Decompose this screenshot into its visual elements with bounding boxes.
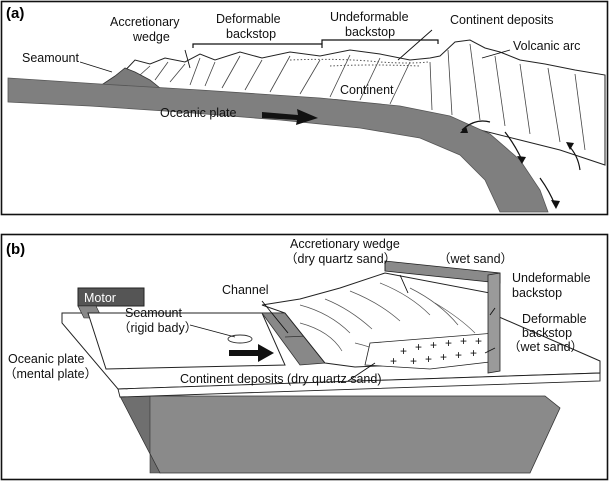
label-deformable-backstop-1: Deformable	[216, 12, 281, 26]
continent-deposits-dots	[289, 58, 429, 64]
label-deformable-backstop-3: （wet sand）	[508, 340, 583, 354]
deposits-dots-2	[329, 64, 421, 67]
label-undeformable-backstop-2: backstop	[345, 25, 395, 39]
label-seamount-2: （rigid bady）	[118, 321, 197, 335]
label-accretionary-wedge-1: Accretionary	[110, 15, 180, 29]
label-seamount-1: Seamount	[125, 306, 183, 320]
plate-motion-arrow	[262, 109, 318, 125]
label-continent-deposits: Continent deposits	[450, 13, 554, 27]
panel-a-label: (a)	[6, 5, 24, 22]
table-base-front	[119, 395, 561, 474]
panel-b-diagram: +++++ +++++ ++ (b) Motor Accretionary we…	[0, 233, 609, 481]
label-oceanic-plate: Oceanic plate	[160, 106, 236, 120]
panel-a: (a) Seamount Accretionary wedge Deformab…	[0, 0, 609, 218]
panel-a-diagram: (a) Seamount Accretionary wedge Deformab…	[0, 0, 609, 216]
label-undeformable-backstop-1: Undeformable	[512, 271, 591, 285]
undeformable-backstop-post	[487, 272, 501, 374]
label-channel: Channel	[222, 283, 269, 297]
deformable-backstop-crosses: +++++ +++++ ++	[390, 334, 482, 368]
volcanic-arc-texture	[429, 43, 586, 151]
label-accretionary-wedge-1: Accretionary wedge	[290, 237, 400, 251]
svg-text:+: +	[445, 336, 452, 350]
label-volcanic-arc: Volcanic arc	[513, 39, 580, 53]
label-deformable-backstop-2: backstop	[522, 326, 572, 340]
leader-lines	[79, 29, 511, 73]
svg-text:+: +	[390, 354, 397, 368]
svg-text:+: +	[470, 346, 477, 360]
svg-text:+: +	[440, 350, 447, 364]
label-oceanic-plate-1: Oceanic plate	[8, 352, 84, 366]
label-deformable-backstop-1: Deformable	[522, 312, 587, 326]
label-continent: Continent	[340, 83, 394, 97]
panel-b: +++++ +++++ ++ (b) Motor Accretionary we…	[0, 233, 609, 482]
svg-text:+: +	[475, 334, 482, 348]
leader-lines-b	[189, 274, 496, 382]
motor-box	[77, 287, 145, 307]
svg-text:+: +	[415, 340, 422, 354]
label-motor: Motor	[84, 291, 116, 305]
table-top-edge	[117, 372, 601, 398]
label-oceanic-plate-2: （mental plate）	[4, 367, 97, 381]
label-wet-sand: （wet sand）	[438, 252, 513, 266]
label-accretionary-wedge-2: （dry quartz sand）	[285, 252, 396, 266]
oceanic-plate-shape	[7, 77, 549, 213]
label-undeformable-backstop-2: backstop	[512, 286, 562, 300]
deformable-backstop-sand	[364, 332, 499, 370]
label-undeformable-backstop-1: Undeformable	[330, 10, 409, 24]
svg-text:+: +	[430, 338, 437, 352]
label-seamount: Seamount	[22, 51, 80, 65]
label-accretionary-wedge-2: wedge	[132, 30, 170, 44]
label-deformable-backstop-2: backstop	[226, 27, 276, 41]
mantle-flow-arrowheads	[460, 126, 574, 209]
svg-text:+: +	[425, 352, 432, 366]
wedge-texture	[139, 54, 411, 105]
svg-text:+: +	[460, 334, 467, 348]
svg-text:+: +	[410, 354, 417, 368]
label-continent-deposits: Continent deposits (dry quartz sand)	[180, 372, 382, 386]
svg-text:+: +	[455, 348, 462, 362]
brackets	[192, 39, 439, 48]
svg-text:+: +	[400, 344, 407, 358]
push-arrow	[229, 344, 274, 362]
panel-b-label: (b)	[6, 241, 25, 258]
